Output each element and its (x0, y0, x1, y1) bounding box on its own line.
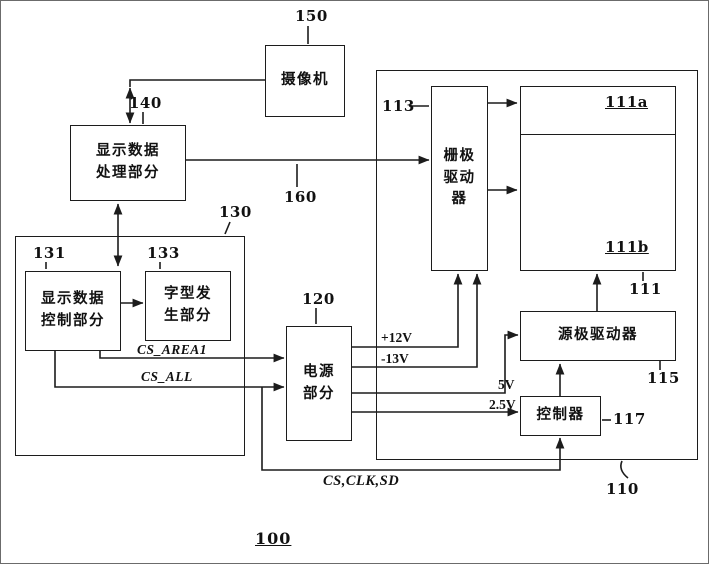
power-supply-label: 电源 部分 (303, 363, 335, 402)
figure-number: 100 (255, 529, 292, 548)
source-driver-label: 源极驱动器 (558, 327, 638, 344)
panel-area-divider (521, 134, 675, 135)
panel-upper-area-ref: 111a (605, 93, 649, 111)
signal-cs-clk-sd: CS,CLK,SD (323, 473, 400, 489)
ref-133: 133 (147, 244, 180, 262)
camera-block: 摄像机 (265, 45, 345, 117)
ref-120: 120 (302, 290, 335, 308)
ref-131: 131 (33, 244, 66, 262)
gate-driver-label: 栅极 驱动 器 (443, 147, 476, 208)
camera-label: 摄像机 (281, 72, 329, 89)
signal-2-5v: 2.5V (489, 397, 516, 412)
display-data-processing-label: 显示数据 处理部分 (96, 143, 160, 181)
font-generator-block: 字型发 生部分 (145, 271, 231, 341)
tick-130 (224, 221, 231, 235)
tick-110 (620, 460, 629, 479)
signal-5v: 5V (498, 377, 515, 392)
signal-cs-all: CS_ALL (141, 369, 193, 384)
ref-140: 140 (129, 94, 162, 112)
power-supply-block: 电源 部分 (286, 326, 352, 441)
font-generator-label: 字型发 生部分 (164, 286, 212, 324)
ref-117: 117 (613, 410, 646, 428)
ref-130: 130 (219, 203, 252, 221)
ref-113: 113 (382, 97, 415, 115)
signal-minus-13v: -13V (381, 351, 409, 366)
panel-block: 111a 111b (520, 86, 676, 271)
controller-label: 控制器 (536, 407, 585, 424)
controller-block: 控制器 (520, 396, 601, 436)
osd-section-container (15, 236, 245, 456)
ref-111: 111 (629, 280, 662, 298)
display-data-control-block: 显示数据 控制部分 (25, 271, 121, 351)
ref-115: 115 (647, 369, 680, 387)
panel-lower-area-ref: 111b (605, 238, 649, 256)
wire-camera-corner (129, 79, 265, 87)
display-data-processing-block: 显示数据 处理部分 (70, 125, 186, 201)
ref-110: 110 (606, 480, 639, 498)
ref-150: 150 (295, 7, 328, 25)
signal-plus-12v: +12V (381, 330, 412, 345)
source-driver-block: 源极驱动器 (520, 311, 676, 361)
signal-cs-area1: CS_AREA1 (137, 342, 208, 357)
gate-driver-block: 栅极 驱动 器 (431, 86, 488, 271)
ref-160: 160 (284, 188, 317, 206)
display-data-control-label: 显示数据 控制部分 (41, 291, 105, 329)
